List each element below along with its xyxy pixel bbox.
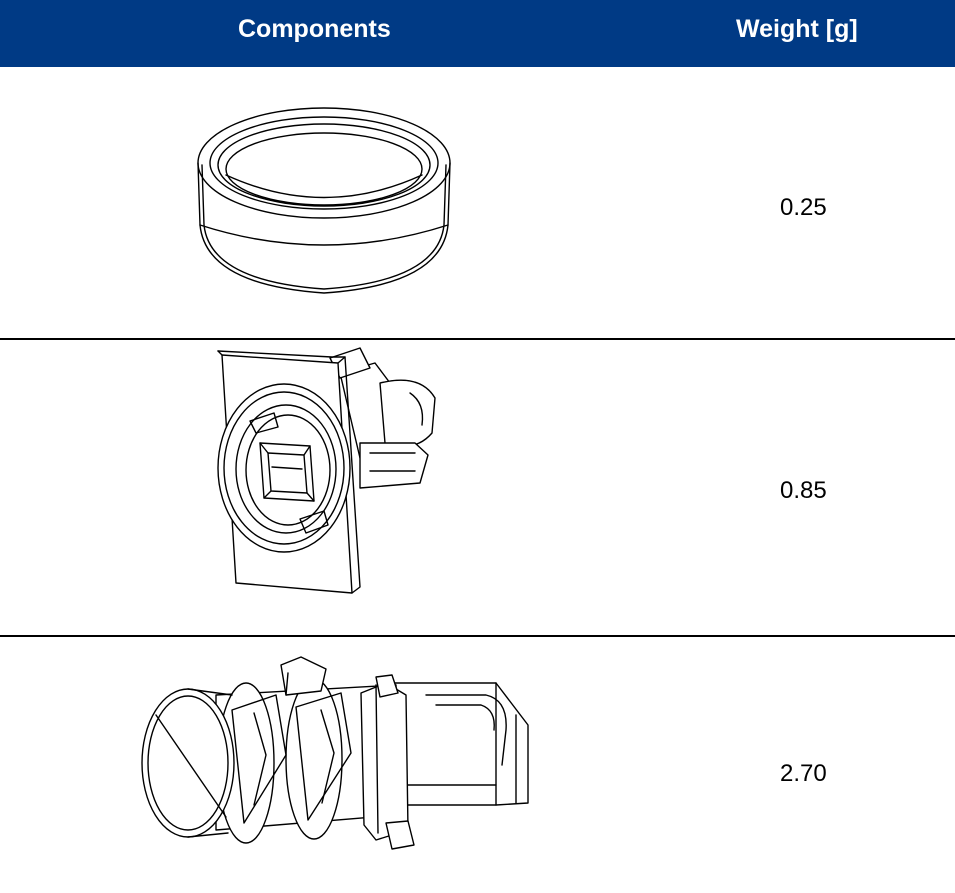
- plug-insert-icon: [136, 655, 556, 877]
- row-divider: [0, 338, 955, 340]
- column-header-components: Components: [238, 15, 391, 43]
- table-header: Components Weight [g]: [0, 0, 955, 67]
- weight-value: 2.70: [780, 760, 827, 787]
- square-flange-housing-icon: [210, 343, 450, 605]
- ring-icon: [196, 95, 458, 300]
- weight-value: 0.25: [780, 194, 827, 221]
- row-divider: [0, 635, 955, 637]
- column-header-weight: Weight [g]: [736, 15, 858, 43]
- weight-value: 0.85: [780, 477, 827, 504]
